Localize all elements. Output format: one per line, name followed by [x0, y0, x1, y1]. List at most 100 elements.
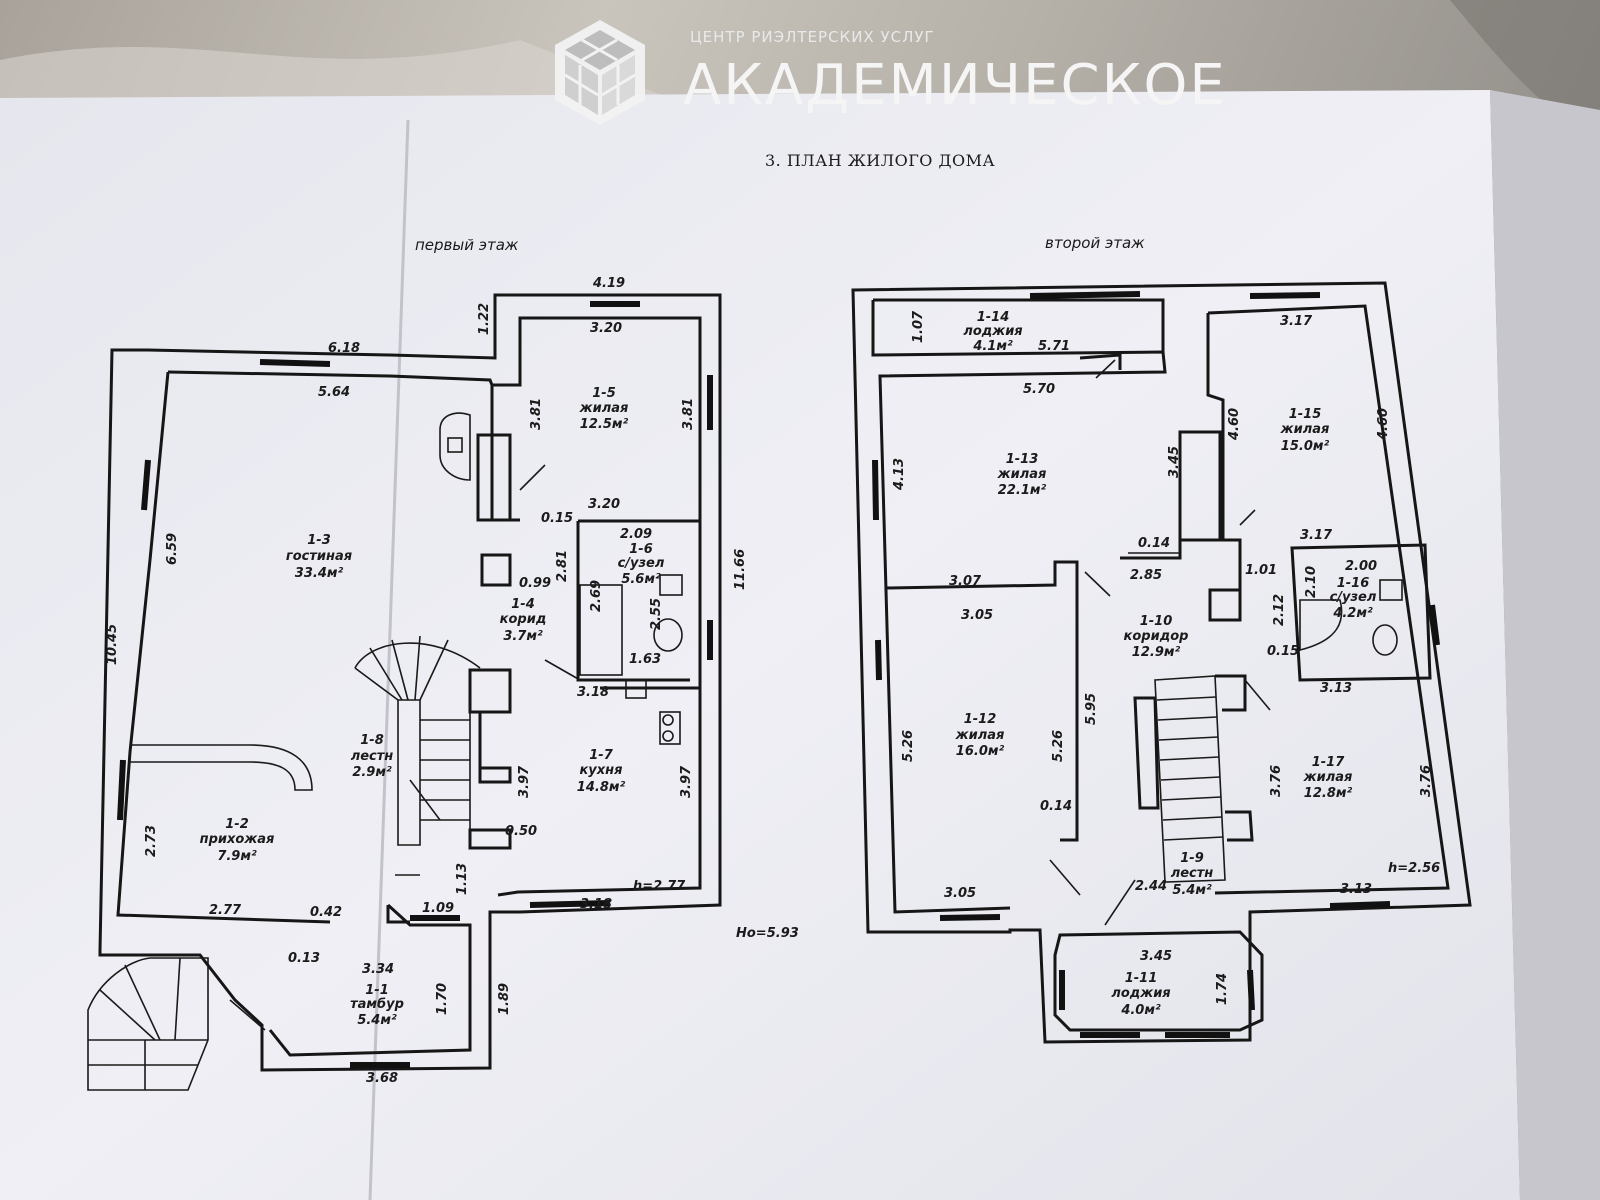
- floor1-dimensions: 4.19 3.20 1.22 6.18 5.64 3.81 3.81 3.20 …: [105, 276, 799, 1086]
- dimension-label: 1.01: [1245, 563, 1277, 578]
- room-label: 2.9м²: [352, 765, 392, 780]
- room-label: 14.8м²: [577, 780, 626, 795]
- room-label: 22.1м²: [998, 483, 1047, 498]
- floor2-dimensions: 1.07 5.71 5.70 3.17 4.60 4.60 4.13 3.45 …: [892, 310, 1440, 1005]
- room-1-2: 1-2 прихожая 7.9м²: [200, 817, 275, 864]
- floor1-title: первый этаж: [415, 236, 519, 254]
- dimension-label: 0.14: [1138, 536, 1170, 551]
- dimension-label: 2.73: [144, 825, 159, 857]
- dimension-label: 3.20: [588, 497, 620, 512]
- room-label: 4.2м²: [1332, 606, 1373, 621]
- room-label: жилая: [1303, 770, 1353, 785]
- dimension-label: 2.77: [209, 903, 242, 918]
- dimension-label: 2.69: [589, 580, 604, 612]
- room-1-7: 1-7 кухня 14.8м²: [577, 748, 626, 795]
- dimension-label: 6.18: [328, 341, 360, 356]
- dimension-label: 3.13: [1340, 882, 1372, 897]
- dimension-label: 3.07: [949, 574, 982, 589]
- dimension-label: 4.60: [1376, 408, 1391, 441]
- room-label: лоджия: [963, 324, 1022, 339]
- room-label: 5.4м²: [1172, 883, 1212, 898]
- dimension-label: 3.20: [590, 321, 622, 336]
- dimension-label: 1.22: [477, 303, 492, 335]
- dimension-label: 5.64: [318, 385, 350, 400]
- dimension-label: 1.89: [497, 983, 512, 1015]
- dimension-label: 1.70: [435, 983, 450, 1015]
- dimension-label: 0.13: [288, 951, 320, 966]
- dimension-label: 5.95: [1084, 693, 1099, 725]
- room-label: 1-16: [1337, 576, 1370, 591]
- room-1-14: 1-14 лоджия 4.1м²: [963, 310, 1022, 354]
- room-label: корид: [500, 612, 547, 627]
- room-label: 12.5м²: [580, 417, 629, 432]
- dimension-label: 0.42: [310, 905, 342, 920]
- room-label: 1-14: [977, 310, 1010, 325]
- room-1-10: 1-10 коридор 12.9м²: [1124, 614, 1189, 660]
- room-label: 1-5: [592, 386, 616, 401]
- room-label: 12.9м²: [1132, 645, 1181, 660]
- dimension-label: 0.99: [519, 576, 551, 591]
- dimension-label: 3.97: [517, 765, 532, 798]
- logo-name: АКАДЕМИЧЕСКОЕ: [683, 53, 1227, 118]
- room-1-15: 1-15 жилая 15.0м²: [1280, 407, 1330, 454]
- room-label: жилая: [955, 728, 1005, 743]
- floor2-walls: [851, 281, 1472, 1044]
- floor2-height: h=2.56: [1388, 861, 1440, 876]
- room-label: коридор: [1124, 629, 1189, 644]
- dimension-label: 3.81: [529, 398, 544, 430]
- document-title: 3. ПЛАН ЖИЛОГО ДОМА: [765, 151, 995, 170]
- dimension-label: 2.10: [1304, 566, 1319, 598]
- dimension-label: 3.76: [1269, 765, 1284, 797]
- logo-subtitle: ЦЕНТР РИЭЛТЕРСКИХ УСЛУГ: [690, 28, 935, 46]
- room-label: 1-17: [1312, 755, 1345, 770]
- room-label: 1-7: [589, 748, 613, 763]
- room-label: 12.8м²: [1304, 786, 1353, 801]
- room-label: 1-4: [511, 597, 535, 612]
- dimension-label: 3.17: [1300, 528, 1333, 543]
- room-1-11: 1-11 лоджия 4.0м²: [1111, 971, 1170, 1018]
- dimension-label: 3.45: [1140, 949, 1172, 964]
- room-label: 1-13: [1006, 452, 1039, 467]
- room-label: 4.0м²: [1120, 1003, 1161, 1018]
- room-label: 1-9: [1180, 851, 1204, 866]
- dimension-label: 0.50: [505, 824, 537, 839]
- room-1-16: 1-16 с/узел 4.2м²: [1330, 576, 1377, 621]
- dimension-label: 2.44: [1135, 879, 1167, 894]
- dimension-label: 4.60: [1227, 408, 1242, 441]
- room-label: 1-10: [1140, 614, 1173, 629]
- dimension-label: 2.12: [1272, 594, 1287, 626]
- dimension-label: 1.13: [455, 863, 470, 895]
- dimension-label: 2.55: [649, 598, 664, 630]
- room-label: с/узел: [1330, 590, 1377, 605]
- room-1-17: 1-17 жилая 12.8м²: [1303, 755, 1353, 801]
- room-label: 1-3: [307, 533, 331, 548]
- floor2-title: второй этаж: [1045, 234, 1145, 252]
- room-1-6: 1-6 с/узел 5.6м²: [618, 542, 665, 587]
- dimension-label: 3.13: [1320, 681, 1352, 696]
- dimension-label: 3.18: [577, 685, 609, 700]
- floor1-walls: [87, 293, 722, 1091]
- dimension-label: 0.14: [1040, 799, 1072, 814]
- room-label: 1-1: [365, 983, 389, 998]
- room-1-1: 1-1 тамбур 5.4м²: [350, 983, 404, 1028]
- dimension-label: 3.05: [944, 886, 976, 901]
- room-label: 4.1м²: [972, 339, 1013, 354]
- room-1-12: 1-12 жилая 16.0м²: [955, 712, 1005, 759]
- dimension-label: 5.71: [1038, 339, 1070, 354]
- dimension-label: 2.00: [1345, 559, 1377, 574]
- dimension-label: 4.13: [892, 458, 907, 491]
- room-label: кухня: [579, 763, 622, 778]
- room-label: жилая: [997, 467, 1047, 482]
- room-label: лестн: [1171, 866, 1214, 881]
- room-label: жилая: [579, 401, 629, 416]
- floor1-height: h=2.77: [633, 879, 686, 894]
- room-1-3: 1-3 гостиная 33.4м²: [286, 533, 352, 581]
- room-label: 5.6м²: [621, 572, 661, 587]
- dimension-label: 3.81: [681, 398, 696, 430]
- dimension-label: 0.15: [1267, 644, 1299, 659]
- dimension-label: 2.09: [620, 527, 652, 542]
- room-1-9: 1-9 лестн 5.4м²: [1171, 851, 1214, 898]
- room-label: 1-15: [1289, 407, 1322, 422]
- room-label: 3.7м²: [503, 629, 543, 644]
- dimension-label: 1.63: [629, 652, 661, 667]
